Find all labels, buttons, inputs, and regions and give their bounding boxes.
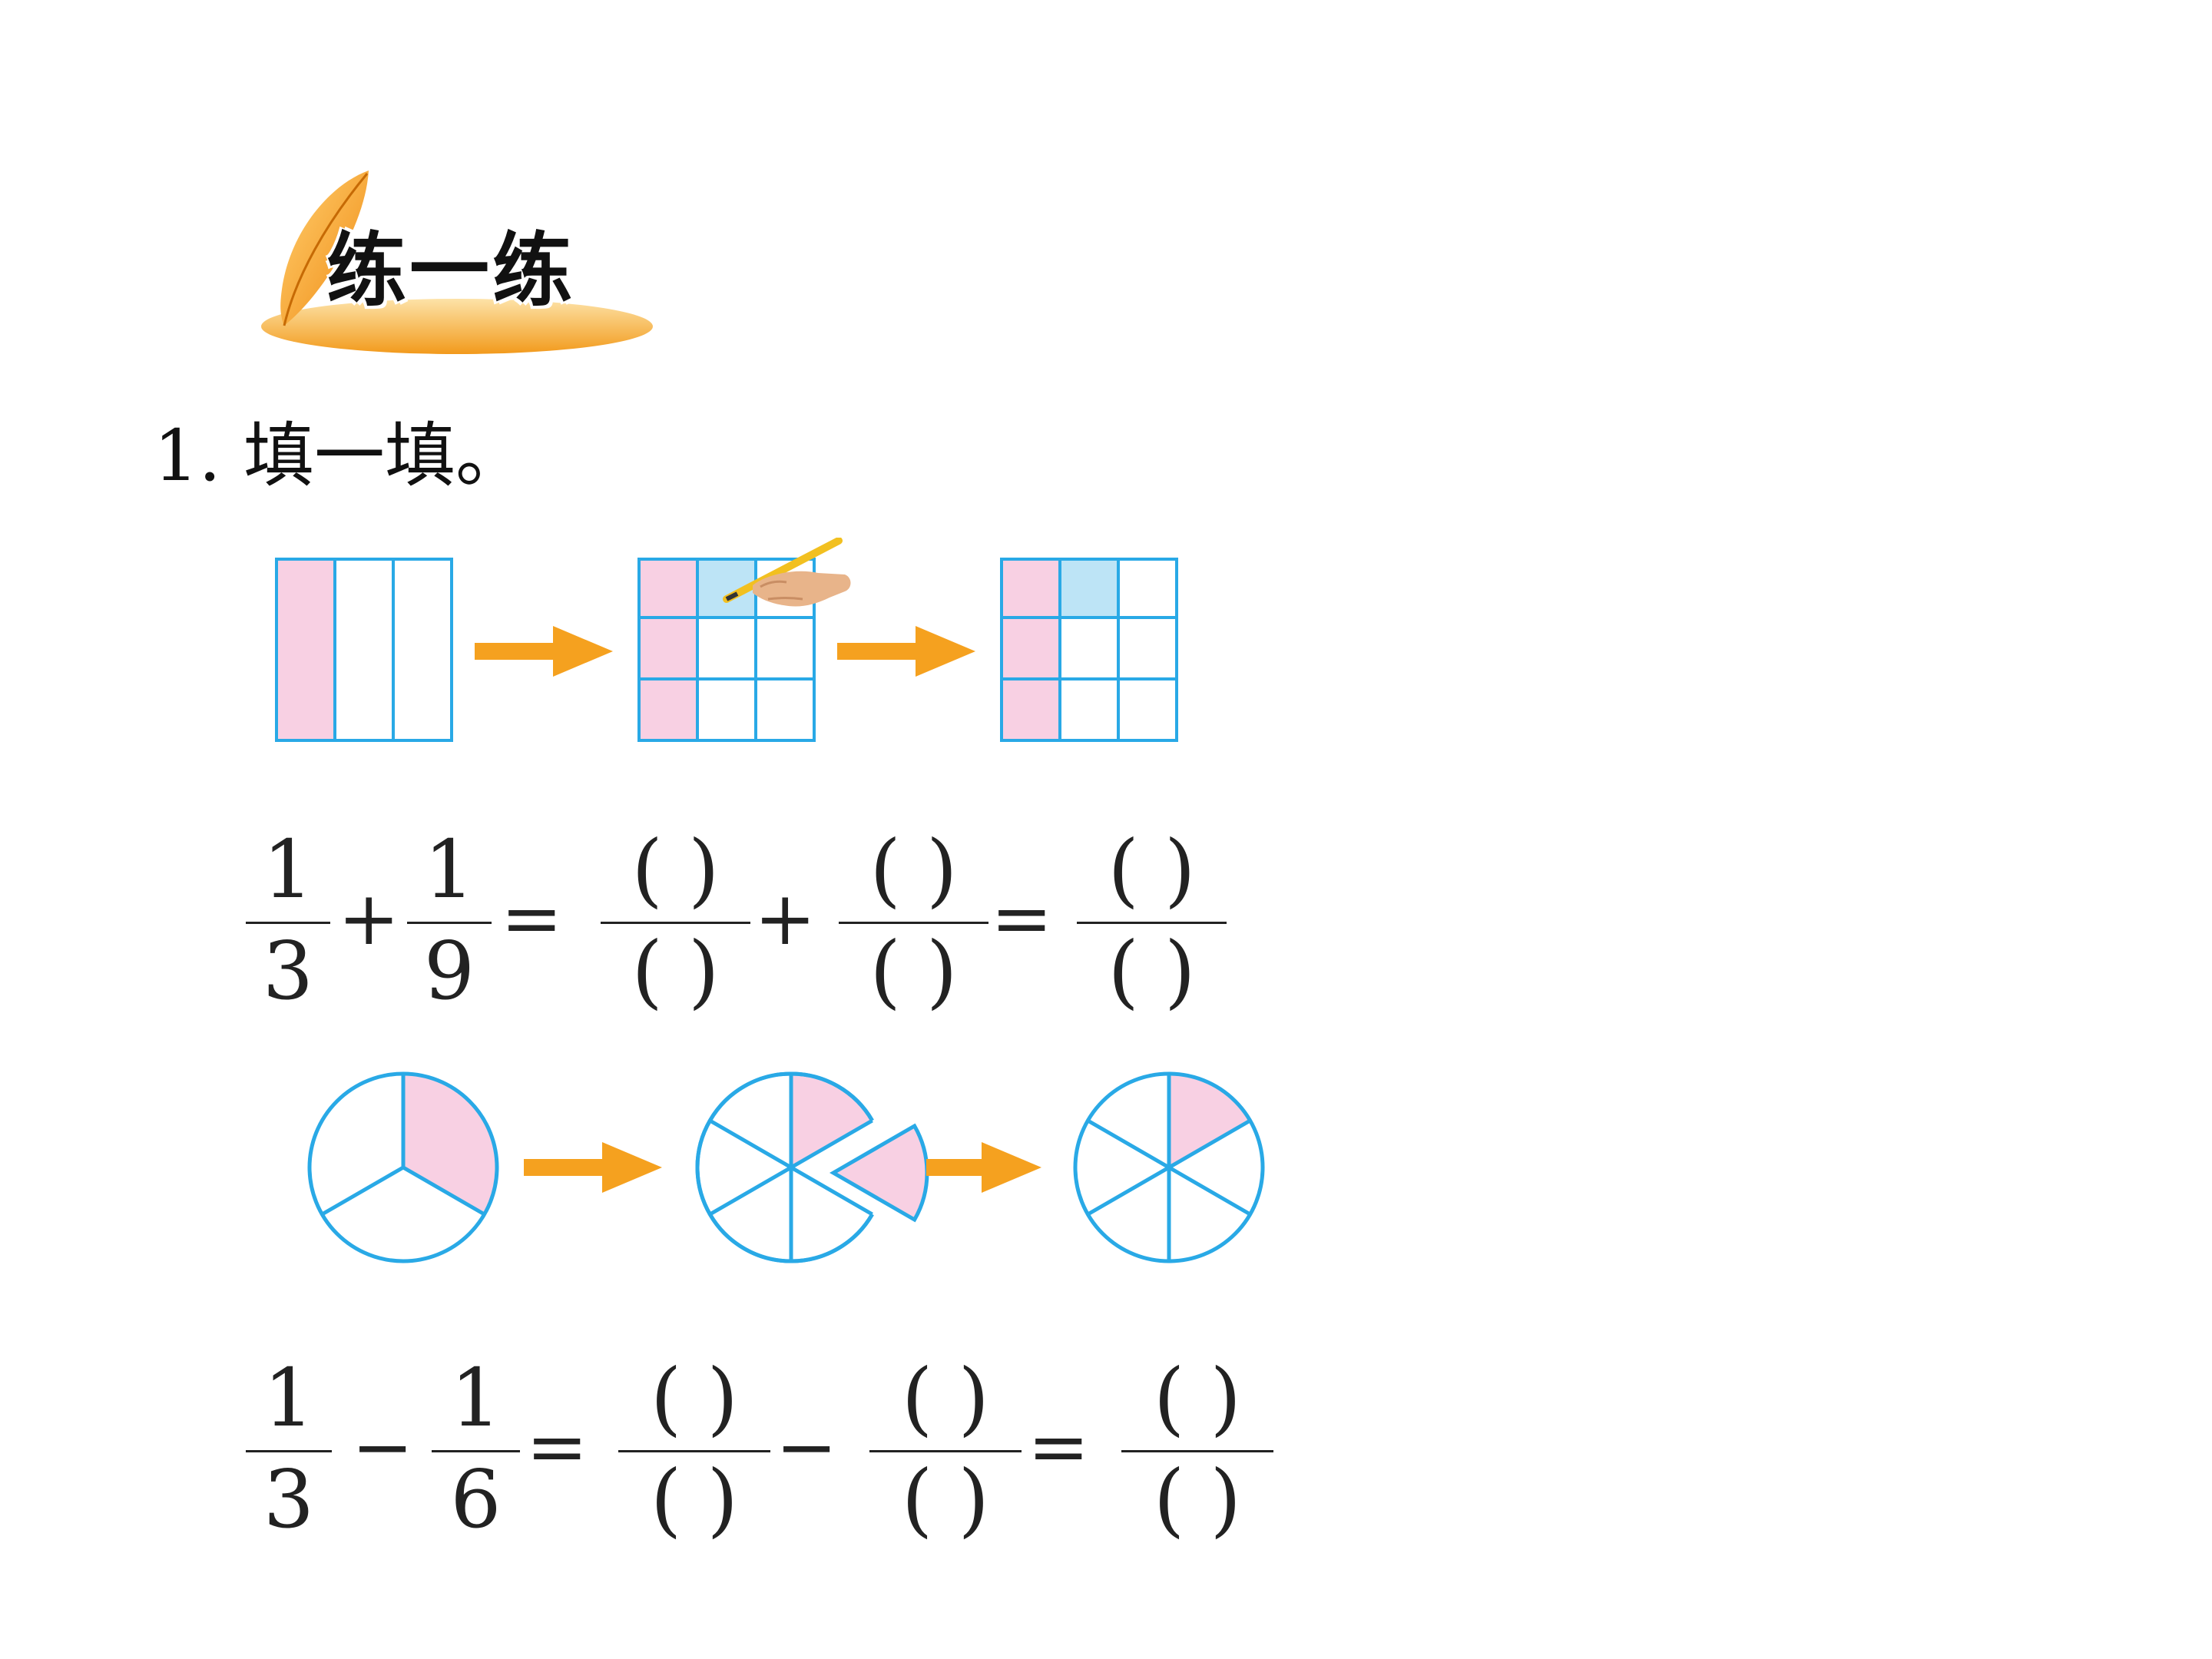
arrow-right-icon [926,1142,1041,1193]
minus-sign: − [776,1404,838,1490]
minus-sign: − [352,1404,414,1490]
question-label: 1. 填一填。 [154,415,527,497]
fraction-term1: 1 3 [246,1358,332,1542]
arrow-right-icon [837,626,975,677]
fraction-blank[interactable]: ( ) ( ) [1077,830,1227,1014]
hand-pencil-icon [723,538,851,607]
equals-sign: = [526,1404,588,1490]
circle-figures [307,1071,1265,1263]
fraction-blank[interactable]: ( ) ( ) [618,1358,770,1542]
fraction-blank[interactable]: ( ) ( ) [869,1358,1022,1542]
equation-addition: 1 3 + 1 9 = ( ) ( ) + ( ) ( ) = ( ) ( ) [246,830,1244,1014]
rect-thirds [275,558,453,742]
equals-sign: = [991,876,1053,962]
circle-sixths-result [1073,1071,1265,1263]
arrow-right-icon [475,626,613,677]
equals-sign: = [501,876,563,962]
fraction-blank[interactable]: ( ) ( ) [1121,1358,1273,1542]
plus-sign: + [754,876,816,962]
section-title: 练一练 [326,224,576,317]
arrow-right-icon [524,1142,662,1193]
header-badge [261,171,653,354]
badge-oval [261,299,653,354]
equation-subtraction: 1 3 − 1 6 = ( ) ( ) − ( ) ( ) = ( ) ( ) [246,1358,1321,1542]
circle-thirds [307,1071,499,1263]
equals-sign: = [1028,1404,1090,1490]
fraction-term2: 1 6 [432,1358,520,1542]
fraction-term1: 1 3 [246,830,330,1014]
fraction-blank[interactable]: ( ) ( ) [601,830,750,1014]
circle-sixths-split [695,1071,929,1263]
plus-sign: + [338,876,400,962]
fraction-blank[interactable]: ( ) ( ) [839,830,988,1014]
fraction-term2: 1 9 [407,830,492,1014]
rect-ninths-result [1000,558,1178,742]
rectangle-figures [275,538,1178,742]
feather-icon [280,171,369,326]
